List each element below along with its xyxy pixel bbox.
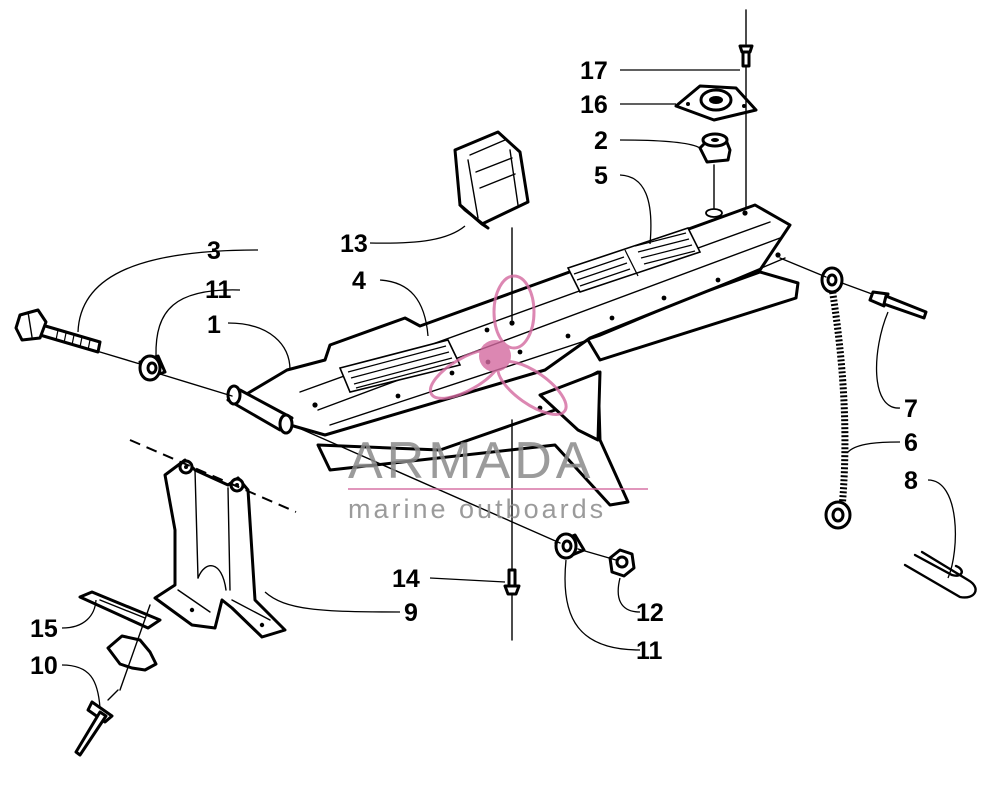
plate-15 (78, 590, 162, 630)
knob-10 (106, 634, 158, 672)
warning-decal-5 (566, 227, 702, 293)
callout-7: 7 (904, 395, 918, 423)
lanyard-6 (820, 266, 852, 530)
callout-3: 3 (207, 237, 221, 265)
warning-decal-4 (338, 339, 462, 393)
callout-10: 10 (30, 652, 58, 680)
clevis-pin-7 (868, 290, 928, 320)
callout-1: 1 (207, 311, 221, 339)
rivet-17 (738, 9, 754, 68)
hair-pin-clip-8 (903, 550, 977, 599)
rivet-hole-marks (312, 208, 781, 411)
rivet-14 (503, 568, 521, 641)
callout-17: 17 (580, 57, 608, 85)
callout-2: 2 (594, 127, 608, 155)
hinge-tube (226, 384, 294, 435)
clip-13 (453, 130, 530, 230)
callout-4: 4 (352, 267, 366, 295)
callout-leader-lines (61, 69, 956, 709)
callout-9: 9 (404, 599, 418, 627)
watermark-brand: ARMADA (348, 432, 594, 490)
callout-11-right: 11 (636, 637, 663, 665)
bolt-3 (14, 308, 102, 354)
callout-8: 8 (904, 467, 918, 495)
bushing-11-right (554, 532, 586, 560)
support-bracket-9 (153, 458, 287, 639)
nut-12 (608, 548, 636, 578)
callout-11-left: 11 (205, 276, 232, 304)
bushing-11-left (138, 354, 167, 382)
bearing-housing-16 (674, 84, 758, 122)
armada-watermark: ARMADA marine outboards (348, 274, 648, 524)
watermark-tagline: marine outboards (348, 494, 606, 524)
callout-5: 5 (594, 162, 608, 190)
callout-13: 13 (340, 230, 368, 258)
callout-12: 12 (636, 599, 664, 627)
callout-15: 15 (30, 615, 58, 643)
rivet-10 (74, 689, 119, 757)
callout-16: 16 (580, 91, 608, 119)
callout-14: 14 (392, 565, 420, 593)
callout-labels: 17 16 2 5 13 4 3 11 1 7 6 8 14 9 12 11 1… (30, 57, 918, 680)
grommet-2 (698, 132, 732, 164)
assembly-centerlines (99, 65, 873, 691)
propeller-logo-icon (428, 274, 568, 416)
callout-6: 6 (904, 429, 918, 457)
